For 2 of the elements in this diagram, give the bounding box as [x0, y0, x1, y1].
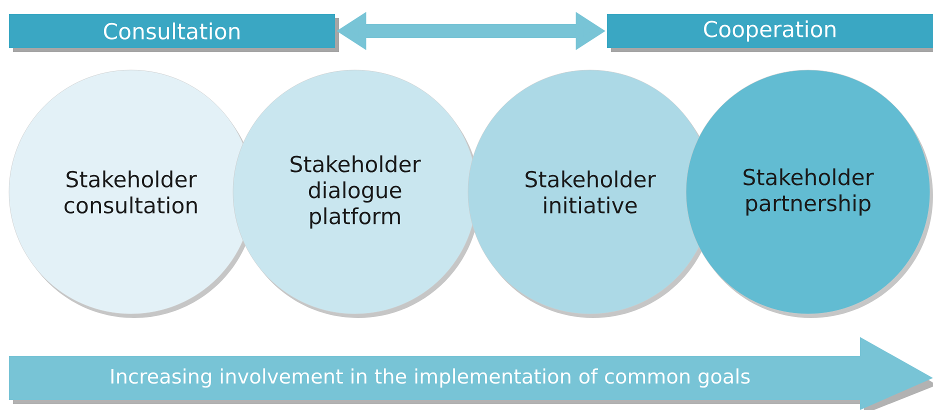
header-bar: Cooperation: [607, 14, 933, 52]
header-bar: Consultation: [9, 14, 339, 52]
